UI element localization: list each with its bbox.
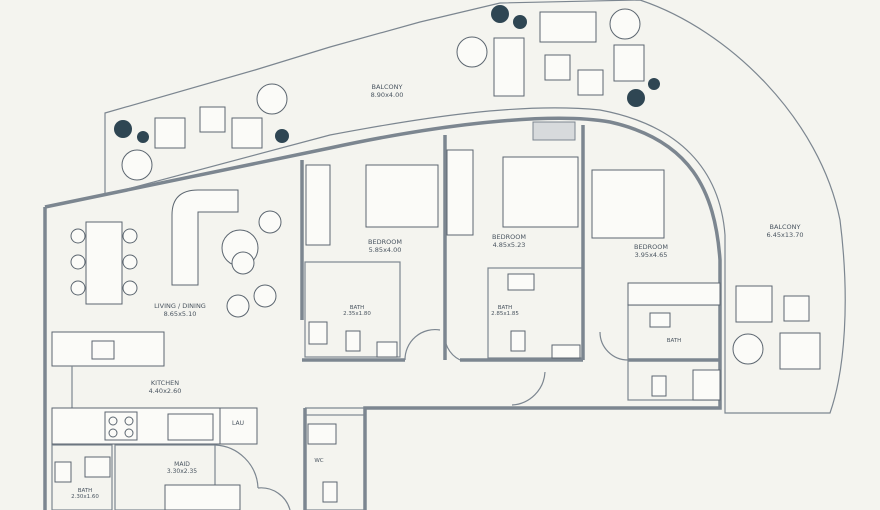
bed-2 [502, 156, 579, 228]
wardrobe-3 [627, 282, 721, 306]
plant-icon [121, 149, 153, 181]
exterior-wall [44, 116, 722, 510]
plant-icon [256, 83, 288, 115]
bath-4-outline [51, 444, 113, 510]
bath-2-outline [487, 267, 584, 359]
laundry-box [219, 407, 258, 445]
sectional-sofa [171, 189, 239, 286]
wc-outline [304, 414, 366, 510]
bed-3 [591, 169, 665, 239]
plant-icon [609, 8, 641, 40]
plant-icon [732, 333, 764, 365]
balcony-outline [104, 0, 846, 414]
maid-bed [164, 484, 241, 510]
wardrobe-2 [446, 149, 474, 236]
bath-1-outline [304, 261, 401, 358]
plant-icon [456, 36, 488, 68]
balcony-sofa [539, 11, 597, 43]
wardrobe-1 [305, 164, 331, 246]
bed-1 [365, 164, 439, 228]
dining-table [85, 221, 123, 305]
